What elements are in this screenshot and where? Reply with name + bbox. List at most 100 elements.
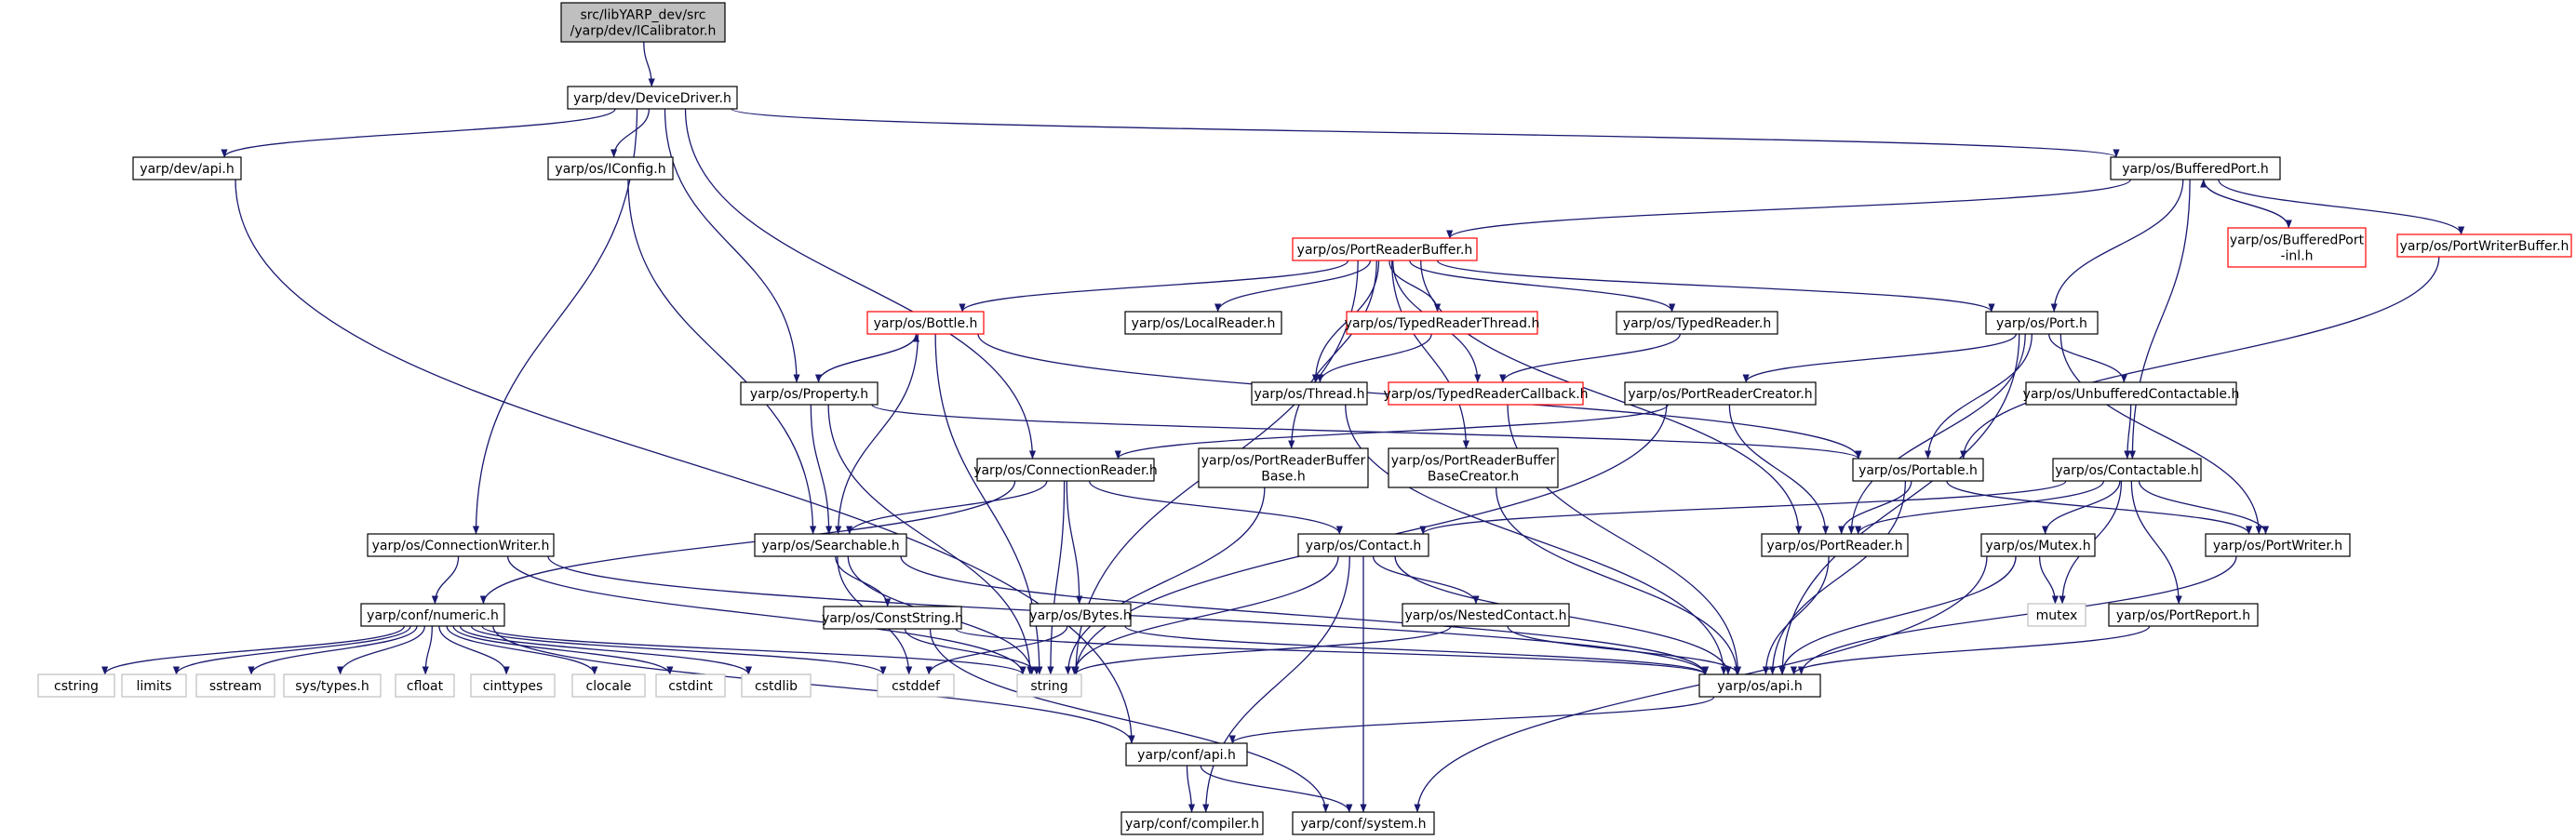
node-box	[740, 381, 879, 406]
edge-portreader-to-osapi	[1762, 555, 1830, 675]
edge-portreaderbuffer-to-typedreader	[1409, 260, 1676, 313]
node-connectionwriter[interactable]: yarp/os/ConnectionWriter.h	[367, 533, 555, 557]
edge-connectionreader-to-string	[1047, 480, 1066, 675]
node-label: yarp/os/UnbufferedContactable.h	[2023, 387, 2240, 402]
edge-nestedcontact-to-osapi	[1507, 625, 1741, 675]
node-box	[360, 603, 505, 627]
edge-typedreaderthread-to-thread	[1316, 333, 1432, 383]
node-thread[interactable]: yarp/os/Thread.h	[1251, 381, 1368, 406]
node-cstring: cstring	[37, 673, 115, 698]
node-portreport[interactable]: yarp/os/PortReport.h	[2108, 603, 2259, 627]
edge-numeric-to-clocale	[446, 625, 598, 675]
node-typedreaderthread[interactable]: yarp/os/TypedReaderThread.h	[1345, 311, 1540, 335]
node-label: yarp/os/ConnectionReader.h	[973, 463, 1158, 478]
node-typedreadercallback[interactable]: yarp/os/TypedReaderCallback.h	[1383, 381, 1589, 406]
edge-numeric-to-confapi	[492, 625, 1135, 744]
node-portreaderbuffer[interactable]: yarp/os/PortReaderBuffer.h	[1292, 237, 1478, 261]
node-typedreader[interactable]: yarp/os/TypedReader.h	[1616, 311, 1778, 335]
node-bufferedport[interactable]: yarp/os/BufferedPort.h	[2110, 156, 2281, 180]
edge-portreaderbuffer-to-port	[1436, 260, 1995, 313]
node-box	[655, 673, 726, 698]
node-box	[2025, 381, 2237, 406]
node-box	[1388, 447, 1559, 488]
edge-numeric-to-cstring	[101, 625, 406, 675]
node-conststring[interactable]: yarp/os/ConstString.h	[822, 606, 963, 630]
node-contact[interactable]: yarp/os/Contact.h	[1297, 533, 1429, 557]
node-property[interactable]: yarp/os/Property.h	[740, 381, 879, 406]
node-box	[571, 673, 646, 698]
node-searchable[interactable]: yarp/os/Searchable.h	[754, 533, 907, 557]
node-portwriterbuffer[interactable]: yarp/os/PortWriterBuffer.h	[2396, 233, 2572, 258]
node-box	[2052, 458, 2202, 482]
node-box	[1980, 533, 2096, 557]
edge-numeric-to-limits	[172, 625, 411, 675]
node-unbufferedcontactable[interactable]: yarp/os/UnbufferedContactable.h	[2023, 381, 2240, 406]
edge-numeric-to-cstdlib	[459, 625, 752, 675]
edge-portreaderbuffer-to-bottle	[959, 260, 1349, 313]
node-box	[877, 673, 955, 698]
node-label: yarp/os/TypedReaderThread.h	[1345, 316, 1540, 331]
node-box	[1616, 311, 1778, 335]
edge-confapi-to-compiler	[1186, 765, 1196, 813]
edge-typedreader-to-typedreadercallback	[1499, 333, 1681, 383]
node-cfloat: cfloat	[395, 673, 455, 698]
node-box	[1346, 311, 1538, 335]
node-portreadercreator[interactable]: yarp/os/PortReaderCreator.h	[1624, 381, 1817, 406]
node-box	[283, 673, 382, 698]
node-system[interactable]: yarp/conf/system.h	[1292, 811, 1435, 835]
node-iconfig[interactable]: yarp/os/IConfig.h	[547, 156, 674, 180]
node-connectionreader[interactable]: yarp/os/ConnectionReader.h	[973, 458, 1158, 482]
node-box	[37, 673, 115, 698]
node-label: yarp/os/PortReaderBuffer	[1201, 454, 1366, 469]
node-nestedcontact[interactable]: yarp/os/NestedContact.h	[1402, 603, 1570, 627]
node-localreader[interactable]: yarp/os/LocalReader.h	[1124, 311, 1282, 335]
node-compiler[interactable]: yarp/conf/compiler.h	[1120, 811, 1264, 835]
edge-bottle-to-searchable	[835, 333, 919, 535]
node-label: cstdlib	[755, 679, 798, 694]
node-label: yarp/os/PortReaderBuffer	[1391, 454, 1556, 469]
edge-confapi-to-system	[1200, 765, 1353, 813]
edge-numeric-to-cfloat	[422, 625, 433, 675]
node-osapi[interactable]: yarp/os/api.h	[1698, 673, 1821, 698]
edge-portreport-to-osapi	[1790, 625, 2151, 675]
node-label: /yarp/dev/ICalibrator.h	[570, 24, 717, 39]
node-box	[1016, 673, 1082, 698]
node-label: yarp/os/IConfig.h	[555, 162, 665, 177]
node-devicedriver[interactable]: yarp/dev/DeviceDriver.h	[567, 86, 738, 110]
edge-numeric-to-string	[481, 625, 1026, 675]
node-portwriter[interactable]: yarp/os/PortWriter.h	[2205, 533, 2351, 557]
node-bytes[interactable]: yarp/os/Bytes.h	[1029, 603, 1132, 627]
edge-port-to-portreadercreator	[1742, 333, 2018, 383]
node-confapi[interactable]: yarp/conf/api.h	[1125, 742, 1248, 767]
node-devapi[interactable]: yarp/dev/api.h	[132, 156, 242, 180]
node-box	[395, 673, 455, 698]
node-cstdlib: cstdlib	[741, 673, 812, 698]
node-label: cstddef	[892, 679, 941, 694]
edge-contact-to-string	[1070, 555, 1339, 675]
edge-port-to-portwriter	[2059, 333, 2262, 535]
node-contactable[interactable]: yarp/os/Contactable.h	[2052, 458, 2202, 482]
node-numeric[interactable]: yarp/conf/numeric.h	[360, 603, 505, 627]
edge-root-to-devicedriver	[643, 41, 655, 87]
edge-numeric-to-cstdint	[452, 625, 674, 675]
node-label: yarp/os/PortReaderBuffer.h	[1297, 243, 1473, 258]
node-portreader[interactable]: yarp/os/PortReader.h	[1761, 533, 1909, 557]
edge-conststring-to-string	[904, 628, 1040, 675]
node-root[interactable]: src/libYARP_dev/src/yarp/dev/ICalibrator…	[560, 2, 726, 43]
node-label: yarp/os/Thread.h	[1254, 387, 1364, 402]
node-bufferedportinl[interactable]: yarp/os/BufferedPort-inl.h	[2227, 227, 2367, 268]
node-label: yarp/os/PortReader.h	[1766, 539, 1902, 553]
edge-property-to-portable	[871, 404, 1862, 460]
edge-conststring-to-osapi	[955, 628, 1709, 675]
node-bottle[interactable]: yarp/os/Bottle.h	[866, 311, 985, 335]
node-label: yarp/os/BufferedPort	[2230, 233, 2365, 248]
node-mutexh[interactable]: yarp/os/Mutex.h	[1980, 533, 2096, 557]
node-box	[1292, 237, 1478, 261]
node-portable[interactable]: yarp/os/Portable.h	[1852, 458, 1984, 482]
node-label: yarp/os/ConstString.h	[822, 611, 963, 626]
edge-portwriter-to-osapi	[1797, 555, 2237, 675]
node-port[interactable]: yarp/os/Port.h	[1985, 311, 2099, 335]
node-box	[1029, 603, 1132, 627]
